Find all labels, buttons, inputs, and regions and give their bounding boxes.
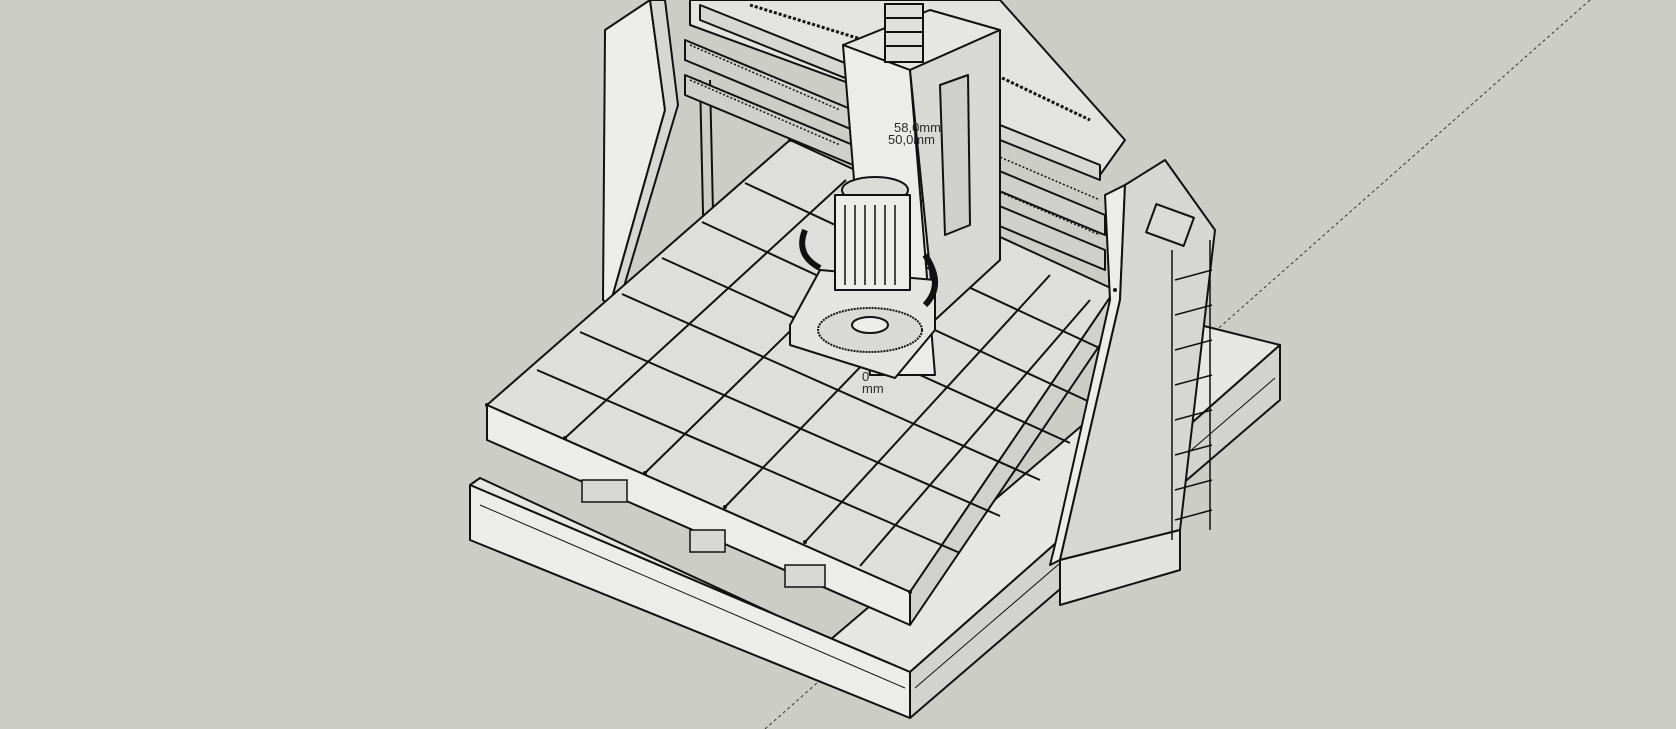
spindle-body — [834, 194, 911, 291]
base-edge — [479, 504, 906, 689]
spindle-handle-left — [799, 228, 822, 271]
right-side-footer — [1059, 529, 1181, 606]
right-side-motor — [1145, 203, 1195, 247]
spindle-handle-right — [922, 253, 938, 308]
spindle-collet — [851, 316, 889, 334]
z-rail-plate — [939, 74, 971, 236]
router-spindle-icon[interactable] — [799, 176, 938, 353]
spindle-vents — [844, 205, 896, 285]
right-side-rungs — [1171, 240, 1213, 540]
worktable-cell-dividers — [536, 179, 1109, 567]
right-gantry-side[interactable] — [1049, 159, 1216, 606]
table-bearing-blocks — [581, 479, 826, 588]
stepper-motor-icon — [884, 3, 924, 63]
fastener-dots — [485, 138, 1117, 594]
z-axis-carriage[interactable] — [789, 9, 1001, 379]
